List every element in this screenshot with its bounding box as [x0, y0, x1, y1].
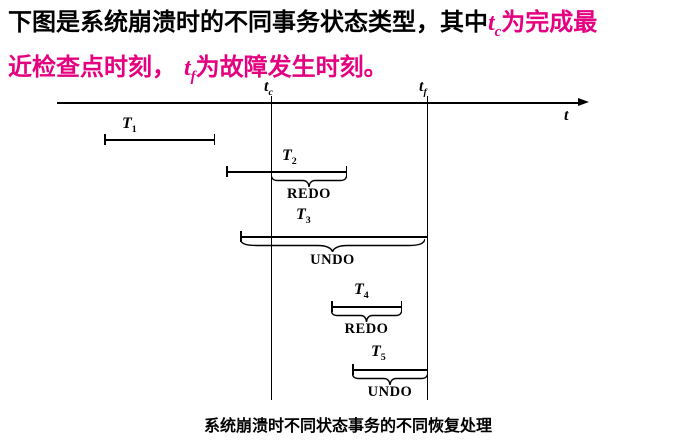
transaction-t2-end-tick [345, 166, 347, 177]
intro-part-magenta-3: 为故障发生时刻。 [195, 53, 388, 81]
transaction-t3-start-tick [240, 231, 242, 242]
intro-line-2: 近检查点时刻，tf为故障发生时刻。 [8, 50, 597, 95]
t5-subscript: 5 [380, 352, 386, 364]
transaction-t4-brace [331, 309, 402, 322]
t4-subscript: 4 [363, 290, 369, 302]
checkpoint-time-letter: t [488, 10, 495, 36]
transaction-t5-label: T5 [371, 343, 386, 363]
transaction-t1-end-tick [213, 134, 215, 145]
transaction-t5-line [352, 369, 428, 371]
transaction-t2-start-tick [226, 166, 228, 177]
checkpoint-label-subscript: c [268, 87, 273, 99]
checkpoint-time-symbol: tc [488, 10, 501, 40]
checkpoint-time-subscript: c [494, 23, 502, 40]
transaction-t2-line [226, 171, 347, 173]
failure-time-letter: t [184, 54, 191, 81]
checkpoint-line [271, 96, 273, 400]
transaction-t5-start-tick [352, 364, 354, 375]
time-axis-label: t [564, 107, 569, 124]
failure-label-letter: t [419, 78, 424, 95]
transaction-t3-brace [240, 239, 425, 252]
failure-time-subscript: f [190, 68, 196, 85]
t5-letter: T [371, 343, 381, 360]
transaction-t1-line [104, 139, 215, 141]
transaction-t1-label: T1 [122, 115, 137, 135]
transaction-t2-label: T2 [282, 147, 297, 167]
failure-label: tf [419, 78, 427, 98]
time-axis-arrowhead-icon [578, 98, 589, 106]
checkpoint-label: tc [264, 78, 273, 98]
intro-part-magenta-2: 近检查点时刻， [8, 53, 176, 81]
transaction-t3-action: UNDO [310, 252, 355, 268]
intro-text: 下图是系统崩溃时的不同事务状态类型，其中tc为完成最 近检查点时刻，tf为故障发… [8, 5, 597, 95]
transaction-t3-line [240, 236, 428, 238]
checkpoint-label-letter: t [264, 78, 269, 95]
t1-letter: T [122, 115, 132, 132]
intro-part-magenta-1: 为完成最 [501, 9, 598, 36]
transaction-t2-action: REDO [287, 186, 331, 202]
intro-line-1: 下图是系统崩溃时的不同事务状态类型，其中tc为完成最 [8, 5, 597, 50]
failure-label-subscript: f [423, 87, 427, 99]
t1-subscript: 1 [131, 124, 137, 136]
transaction-t3-label: T3 [296, 206, 311, 226]
failure-time-symbol: tf [184, 54, 196, 85]
failure-line [427, 96, 429, 400]
time-axis-line [57, 102, 581, 104]
t3-letter: T [296, 206, 306, 223]
transaction-t5-brace [352, 372, 428, 385]
transaction-t4-action: REDO [344, 321, 389, 337]
transaction-t1-start-tick [104, 134, 106, 145]
intro-part-black: 下图是系统崩溃时的不同事务状态类型，其中 [8, 9, 488, 36]
diagram-caption: 系统崩溃时不同状态事务的不同恢复处理 [203, 418, 492, 435]
t2-letter: T [282, 147, 292, 164]
t3-subscript: 3 [305, 215, 311, 227]
t2-subscript: 2 [291, 156, 297, 168]
transaction-t4-end-tick [400, 301, 402, 312]
transaction-t4-label: T4 [354, 281, 369, 301]
t4-letter: T [354, 281, 364, 298]
transaction-t2-brace [271, 174, 347, 187]
transaction-t4-start-tick [331, 301, 333, 312]
transaction-t4-line [331, 306, 402, 308]
transaction-t5-action: UNDO [367, 384, 413, 400]
